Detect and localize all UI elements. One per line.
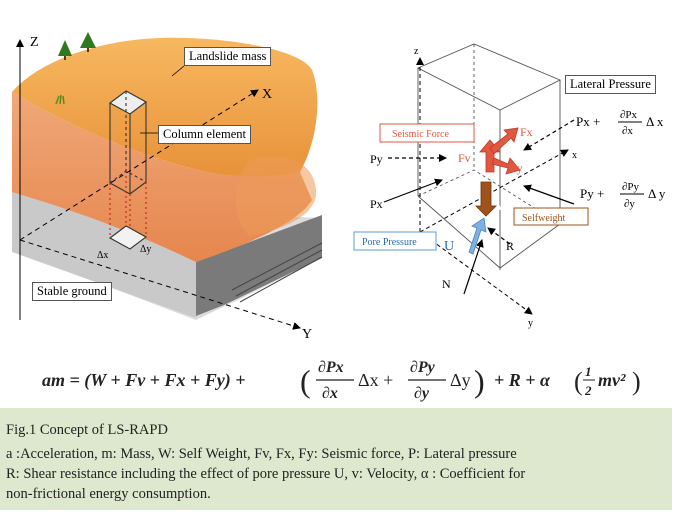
svg-text:∂y: ∂y (624, 198, 635, 210)
svg-text:∂Px: ∂Px (620, 109, 638, 121)
dx-label: Δx (97, 250, 108, 261)
eq-close-paren2: ) (632, 367, 641, 396)
svg-text:∂Py: ∂Py (622, 181, 640, 193)
sym-fx: Fx (520, 125, 533, 139)
right-diagram: Seismic Force Selfweight Pore Pressure P… (353, 43, 666, 329)
left-y-axis (19, 239, 301, 330)
py-gradient-expression: Py + ∂Py ∂y Δ y (580, 181, 666, 210)
selfweight-label: Selfweight (522, 213, 566, 224)
right-axis-z-label: z (414, 46, 419, 57)
right-axis-y-label: y (528, 318, 533, 329)
grass-icon (55, 94, 65, 105)
sym-u: U (444, 239, 454, 254)
tree-icon (58, 32, 96, 60)
pore-pressure-label: Pore Pressure (362, 237, 417, 248)
eq-frac2-den: ∂y (414, 385, 430, 402)
stable-ground-label: Stable ground (32, 282, 112, 301)
dy-label: Δy (140, 244, 151, 255)
figure-caption: Fig.1 Concept of LS-RAPD a :Acceleration… (0, 408, 672, 510)
sym-r: R (506, 239, 514, 253)
svg-text:Δ y: Δ y (648, 186, 666, 201)
landslide-mass-toe (235, 156, 317, 236)
pore-pressure-box (353, 231, 437, 251)
right-axis-x-label: x (572, 150, 577, 161)
selfweight-box (513, 207, 589, 226)
motion-equation: am = (W + Fv + Fx + Fy) + ( ∂Px ∂x Δx + … (42, 359, 641, 402)
lateral-pressure-label: Lateral Pressure (565, 75, 656, 94)
right-y-axis (419, 231, 533, 315)
stable-ground-front (196, 215, 322, 316)
column-element-label: Column element (158, 125, 251, 144)
n-arrow (463, 239, 484, 295)
svg-text:Δ x: Δ x (646, 114, 664, 129)
eq-half-num: 1 (585, 364, 592, 379)
svg-text:Py +: Py + (580, 186, 604, 201)
eq-lhs: am = (W + Fv + Fx + Fy) + (42, 370, 245, 391)
landslide-mass-label: Landslide mass (184, 47, 272, 66)
eq-mid2: Δy (450, 370, 471, 390)
eq-close-paren: ) (474, 363, 485, 399)
eq-rhs: + R + α (494, 370, 551, 390)
weight-arrow (475, 181, 497, 217)
eq-frac2-num: ∂Py (410, 359, 436, 376)
seismic-force-arrows (479, 127, 521, 175)
left-axis-x-label: X (262, 87, 272, 102)
eq-frac1-den: ∂x (322, 385, 338, 402)
px-arrow (383, 178, 443, 203)
right-x-axis (419, 149, 569, 233)
svg-text:∂x: ∂x (622, 125, 633, 137)
sym-py: Py (370, 152, 383, 166)
px-gradient-expression: Px + ∂Px ∂x Δ x (576, 109, 664, 137)
landslide-mass-side (12, 92, 312, 262)
caption-line-3: non-frictional energy consumption. (6, 486, 211, 502)
eq-mid1: Δx + (358, 370, 393, 390)
eq-mv: mv² (598, 370, 626, 390)
ground-hatch (231, 242, 323, 303)
sym-fy: Fy (510, 161, 523, 175)
column-element (108, 90, 148, 250)
r-arrow (487, 227, 511, 245)
caption-line-2: R: Shear resistance including the effect… (6, 466, 526, 482)
eq-open-paren2: ( (574, 367, 583, 396)
caption-title: Fig.1 Concept of LS-RAPD (6, 422, 168, 438)
pore-pressure-arrow (468, 217, 487, 255)
sym-fv: Fv (458, 151, 471, 165)
sym-px: Px (370, 197, 383, 211)
sym-w: W (496, 199, 508, 213)
stable-ground-slope (12, 190, 196, 318)
left-axis-z-label: Z (30, 35, 39, 50)
seismic-force-box (379, 123, 475, 143)
svg-text:Px +: Px + (576, 114, 600, 129)
eq-open-paren: ( (300, 363, 311, 399)
px-dx-arrow (523, 119, 575, 151)
eq-half-den: 2 (584, 383, 592, 398)
sym-n: N (442, 277, 451, 291)
caption-line-1: a :Acceleration, m: Mass, W: Self Weight… (6, 446, 517, 462)
seismic-force-label: Seismic Force (392, 129, 449, 140)
left-axis-y-label: Y (302, 327, 312, 342)
py-dy-arrow (523, 184, 575, 205)
eq-frac1-num: ∂Px (318, 359, 344, 376)
left-x-axis (19, 89, 259, 241)
